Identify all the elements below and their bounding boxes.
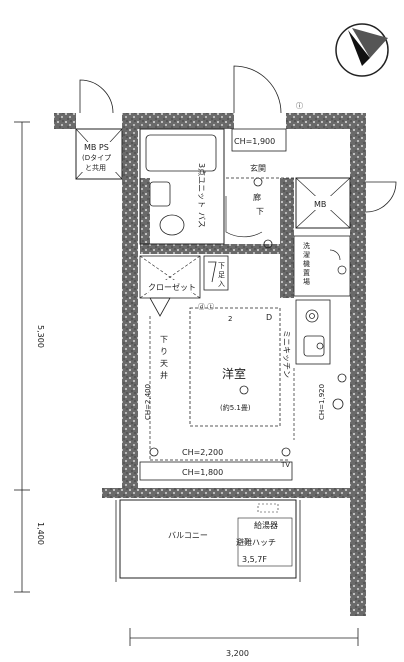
tv-symbol: TV: [280, 461, 290, 469]
lowered-ceiling-icon: [149, 297, 171, 317]
closet-label: クローゼット: [148, 282, 196, 292]
western-room: [189, 307, 281, 427]
ch-1920-label: CH=1,920: [318, 384, 326, 420]
ch-2400-label: CH=2,400: [144, 384, 152, 420]
outlet-bottom-left-icon: [149, 447, 159, 457]
ch-1900-label: CH=1,900: [234, 137, 275, 146]
hatch-box: [237, 517, 293, 567]
kitchen-label: ミニキッチン: [282, 330, 291, 378]
youshitsu-label: 洋室: [222, 366, 246, 381]
ceiling-label-1: 下: [160, 335, 168, 344]
shoe-cabinet-mark-icon: [208, 261, 217, 283]
ch-1900-box: [231, 128, 287, 152]
mb-ps-note-2: と共用: [85, 163, 106, 172]
washer-label-4: 置: [303, 269, 310, 277]
dimension-bottom: [129, 628, 359, 646]
light-icon-2: [263, 239, 273, 249]
outlet-symbol: D: [266, 313, 272, 322]
washer-area: [293, 235, 351, 297]
washer-label-5: 場: [303, 277, 310, 286]
dim-1400-label: 1,400: [36, 522, 45, 545]
door-top-left-icon: [79, 79, 114, 114]
mb-label: MB: [314, 200, 326, 209]
ceiling-light-icon: [239, 385, 249, 395]
dim-5300-label: 5,300: [36, 325, 45, 348]
corridor-label-2: 下: [256, 207, 264, 216]
mb-ps-note-1: (Dタイプ: [82, 153, 111, 162]
washer-label-2: 濯: [303, 250, 310, 259]
shoe-cabinet: [203, 255, 229, 291]
ceiling-label-4: 井: [160, 370, 168, 380]
washer-label-3: 機: [303, 259, 310, 268]
mini-kitchen: [295, 299, 331, 365]
balcony-label: バルコニー: [168, 531, 208, 540]
outlet-right-icon: [337, 373, 347, 383]
light-icon: [253, 177, 263, 187]
symbol-row-2: 2: [228, 315, 232, 323]
aircon-icon: [332, 398, 344, 410]
unit-bath-label-1: 3点ユニット: [197, 163, 206, 208]
mb-ps-label: MB PS: [84, 143, 109, 152]
balcony: [115, 499, 301, 582]
mb-ps-area: [75, 128, 123, 180]
closet: [139, 255, 201, 299]
north-arrow-icon: [335, 23, 389, 77]
walls: [54, 113, 366, 616]
washer-label-1: 洗: [303, 241, 310, 250]
ch-1800-box: [139, 461, 293, 481]
ceiling-label-3: 天: [160, 359, 168, 368]
outlet-bottom-right-icon: [281, 447, 291, 457]
door-right-icon: [365, 181, 397, 213]
hatch-label-3: 3,5,7F: [242, 555, 267, 564]
unit-bath-label-2: バス: [197, 212, 206, 228]
door-top-center-icon: [233, 65, 282, 114]
ch-2200-label: CH=2,200: [182, 448, 223, 457]
hatch-label-1: 給湯器: [254, 520, 278, 530]
shoe-label-2: 足: [218, 271, 225, 279]
shoe-label-1: 下: [218, 262, 225, 270]
hatch-label-2: 避難ハッチ: [236, 537, 276, 547]
dim-3200-label: 3,200: [226, 649, 249, 658]
genkan-label: 玄関: [250, 163, 266, 173]
unit-bath: [139, 128, 225, 245]
shoe-label-3: 入: [218, 280, 225, 288]
symbol-i-top: ⓘ: [296, 102, 303, 110]
corridor-label-1: 廊: [253, 192, 261, 202]
dimension-left: [14, 121, 30, 593]
area-label: (約5.1畳): [220, 403, 251, 412]
bath-door-icon: [225, 196, 263, 238]
mb-box: [295, 177, 351, 229]
ch-1800-label: CH=1,800: [182, 468, 223, 477]
ceiling-label-2: り: [160, 347, 168, 356]
symbol-row-1: ⓓ ⓣ: [198, 303, 214, 311]
